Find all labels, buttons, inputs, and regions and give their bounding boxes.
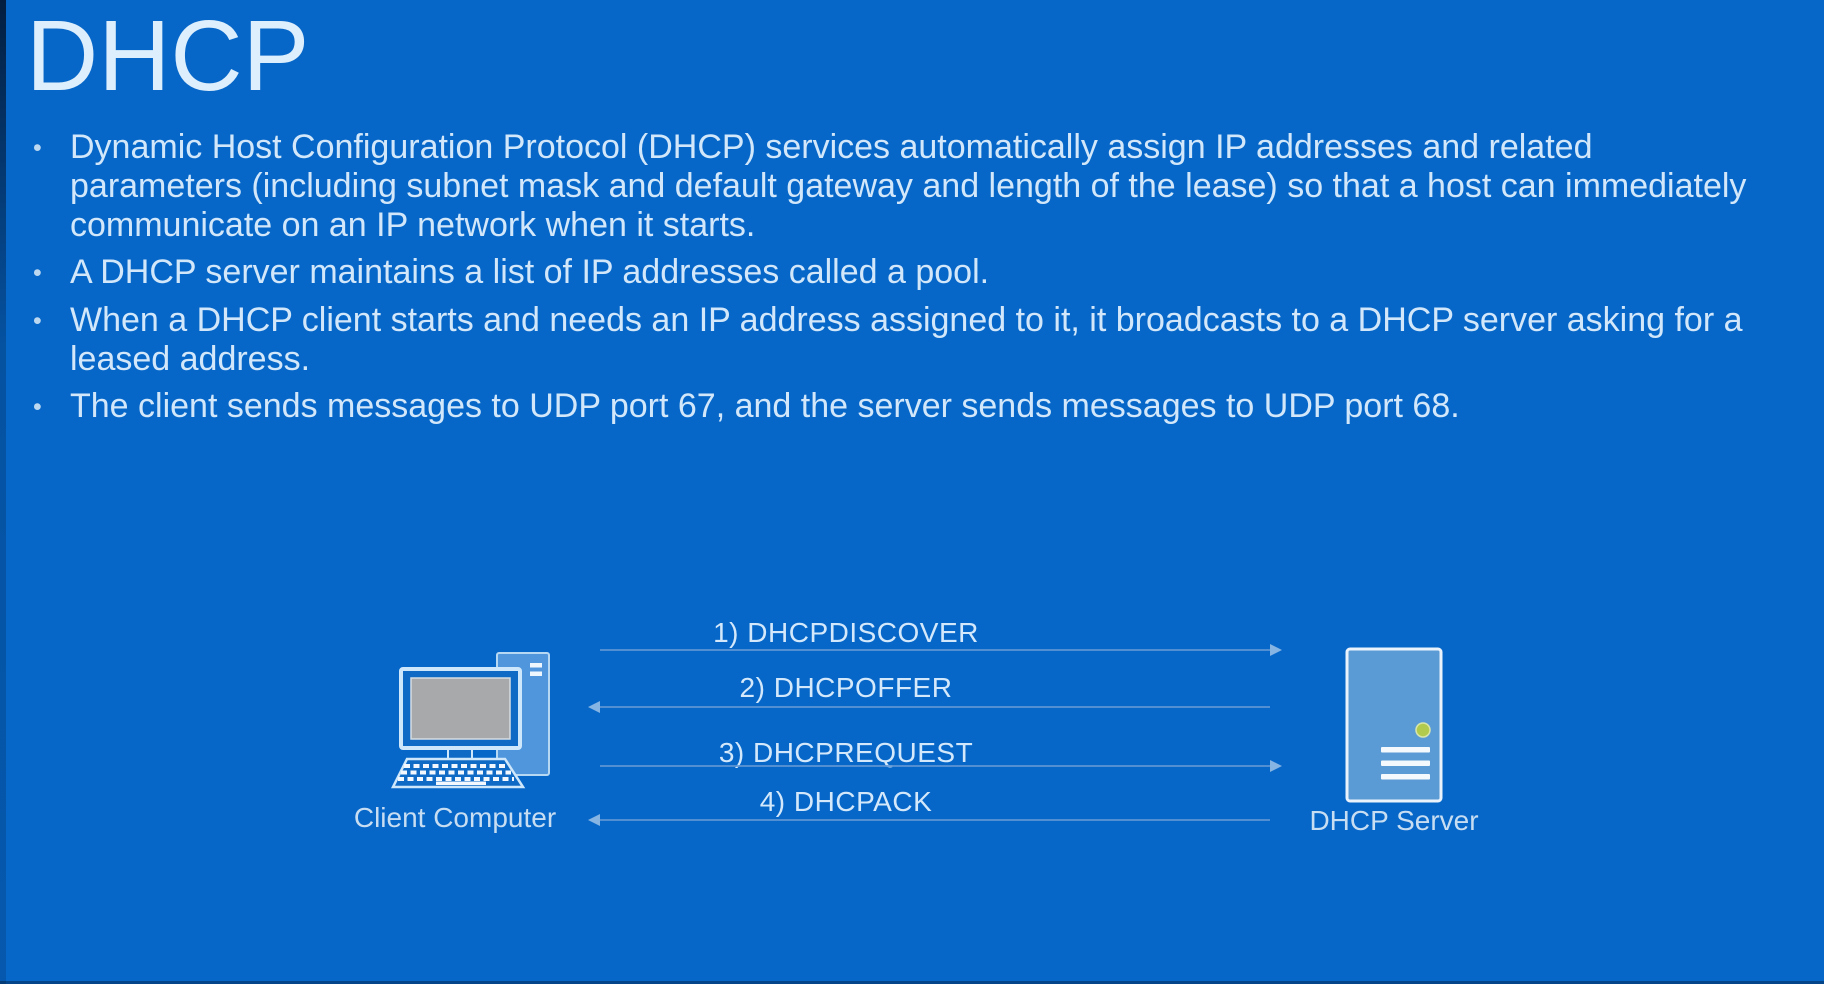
server-vent	[1381, 760, 1430, 766]
arrowhead-icon	[1270, 644, 1282, 656]
bullet-icon: •	[33, 307, 42, 335]
server-vent	[1381, 774, 1430, 780]
message-label: 1) DHCPDISCOVER	[713, 617, 979, 648]
bullet-text: Dynamic Host Configuration Protocol (DHC…	[70, 128, 1747, 244]
bullet-icon: •	[33, 393, 42, 421]
keyboard-spacebar	[436, 781, 486, 785]
client-screen	[410, 677, 511, 740]
arrow-right-icon	[600, 644, 1282, 656]
left-edge-vignette	[0, 0, 6, 984]
list-item: • The client sends messages to UDP port …	[30, 387, 1766, 427]
server-led	[1415, 722, 1431, 738]
bullet-icon: •	[33, 134, 42, 162]
message-label: 2) DHCPOFFER	[739, 672, 953, 703]
arrow-left-icon	[588, 701, 1270, 713]
tower-drive-slot	[530, 671, 542, 676]
arrowhead-icon	[588, 701, 600, 713]
bullet-text: A DHCP server maintains a list of IP add…	[70, 253, 990, 291]
client-computer-icon	[390, 652, 550, 789]
server-icon	[1345, 647, 1443, 803]
arrow-left-icon	[588, 814, 1270, 826]
bottom-edge-vignette	[0, 981, 1824, 984]
list-item: • When a DHCP client starts and needs an…	[30, 301, 1766, 379]
bullet-list: • Dynamic Host Configuration Protocol (D…	[30, 128, 1766, 435]
page-title: DHCP	[26, 0, 310, 112]
server-label: DHCP Server	[1309, 805, 1479, 836]
server-vent	[1381, 747, 1430, 753]
client-label: Client Computer	[353, 802, 557, 833]
message-label: 3) DHCPREQUEST	[718, 737, 974, 768]
tower-drive-slot	[530, 663, 542, 668]
list-item: • Dynamic Host Configuration Protocol (D…	[30, 128, 1766, 245]
arrowhead-icon	[1270, 760, 1282, 772]
arrowhead-icon	[588, 814, 600, 826]
bullet-icon: •	[33, 259, 42, 287]
message-label: 4) DHCPACK	[759, 786, 933, 817]
list-item: • A DHCP server maintains a list of IP a…	[30, 253, 1766, 293]
bullet-text: When a DHCP client starts and needs an I…	[70, 301, 1743, 378]
arrow-right-icon	[600, 760, 1282, 772]
bullet-text: The client sends messages to UDP port 67…	[70, 387, 1460, 425]
